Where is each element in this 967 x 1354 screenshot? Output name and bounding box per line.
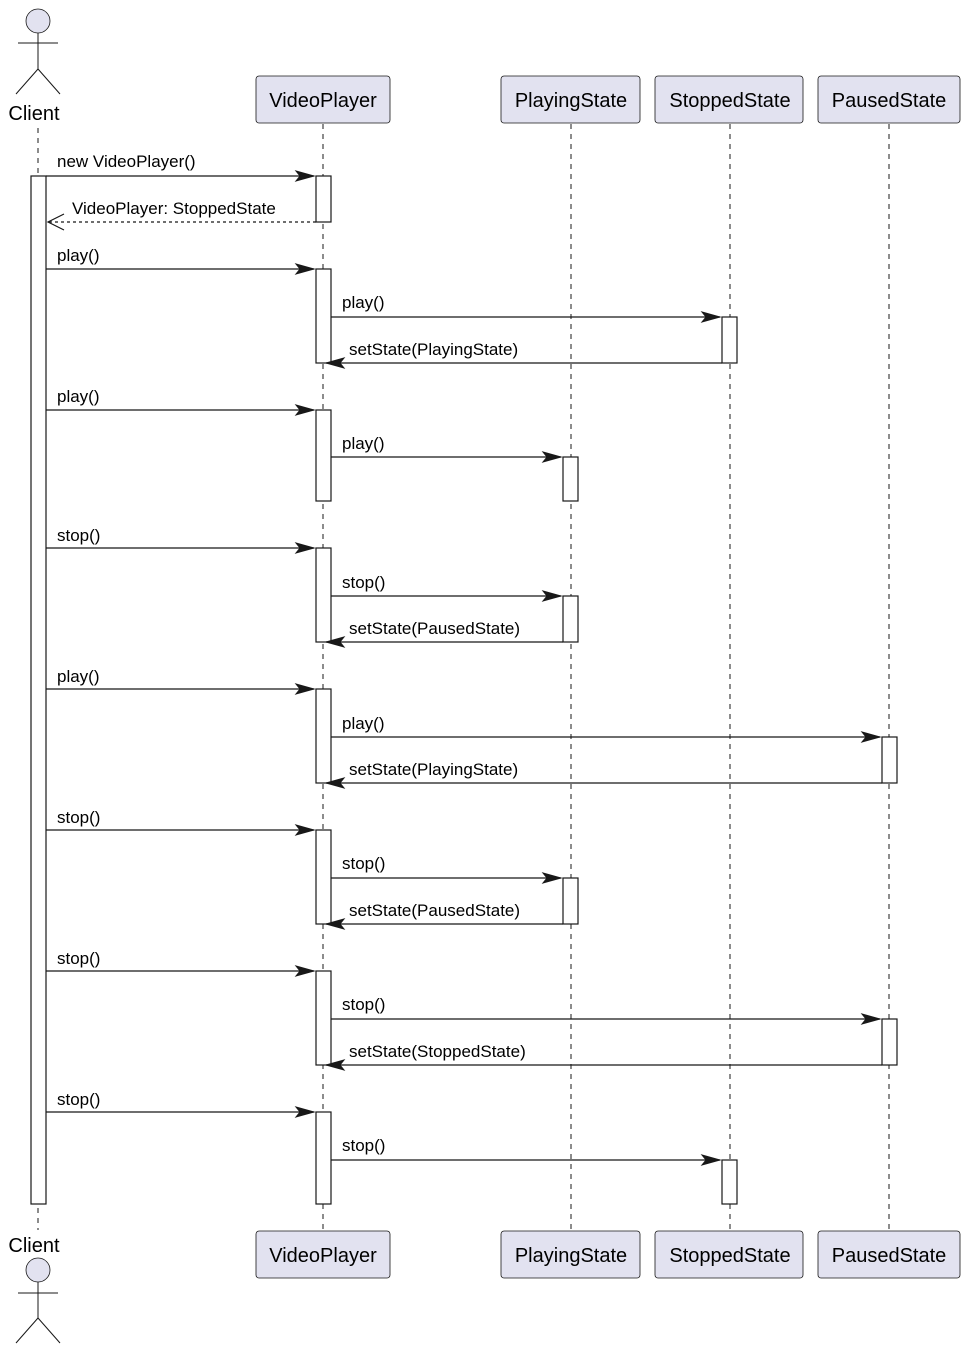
message-label: stop()	[342, 1136, 385, 1155]
participant-label: VideoPlayer	[269, 1245, 377, 1267]
participant-label: VideoPlayer	[269, 90, 377, 112]
activation-playingstate	[562, 456, 579, 502]
participant-stoppedstate-bottom: StoppedState	[654, 1230, 804, 1279]
message-arrow: play()	[331, 293, 722, 323]
lifelines	[37, 124, 890, 1230]
activation-videoplayer	[315, 547, 332, 643]
message-label: play()	[57, 387, 100, 406]
activation-pausedstate	[881, 1018, 898, 1066]
activation-stoppedstate	[721, 316, 738, 364]
activation-stoppedstate	[721, 1159, 738, 1205]
message-label: play()	[342, 714, 385, 733]
message-label: play()	[342, 293, 385, 312]
participant-stoppedstate-top: StoppedState	[654, 75, 804, 124]
actor-head-icon	[25, 8, 51, 34]
message-label: setState(StoppedState)	[349, 1042, 526, 1061]
message-label: VideoPlayer: StoppedState	[72, 199, 276, 218]
activation-videoplayer	[315, 1111, 332, 1205]
participant-label: PlayingState	[515, 90, 627, 112]
message-label: stop()	[57, 1090, 100, 1109]
activation-playingstate	[562, 595, 579, 643]
activation-pausedstate	[881, 736, 898, 784]
messages: new VideoPlayer() VideoPlayer: StoppedSt…	[46, 152, 882, 1166]
message-arrow: setState(PausedState)	[324, 901, 563, 930]
message-label: stop()	[342, 573, 385, 592]
message-arrow: stop()	[331, 1136, 722, 1166]
message-arrow: stop()	[46, 808, 316, 836]
message-arrow: play()	[46, 387, 316, 416]
message-label: new VideoPlayer()	[57, 152, 196, 171]
activation-playingstate	[562, 877, 579, 925]
message-arrow: new VideoPlayer()	[46, 152, 316, 182]
message-arrow: setState(PlayingState)	[324, 760, 882, 789]
message-label: stop()	[342, 995, 385, 1014]
message-arrow: setState(StoppedState)	[324, 1042, 882, 1071]
message-label: play()	[342, 434, 385, 453]
participant-label: PlayingState	[515, 1245, 627, 1267]
activation-videoplayer	[315, 175, 332, 223]
message-label: setState(PlayingState)	[349, 340, 518, 359]
actor-label: Client	[8, 1235, 60, 1257]
message-label: setState(PlayingState)	[349, 760, 518, 779]
message-arrow: stop()	[331, 995, 882, 1025]
activation-bars	[30, 175, 898, 1205]
participant-playingstate-top: PlayingState	[500, 75, 641, 124]
message-arrow: play()	[331, 714, 882, 743]
message-arrow: stop()	[46, 949, 316, 977]
participant-label: PausedState	[832, 90, 947, 112]
actor-client-top: Client	[8, 8, 61, 125]
participant-label: StoppedState	[669, 90, 790, 112]
message-label: play()	[57, 246, 100, 265]
participant-pausedstate-bottom: PausedState	[817, 1230, 961, 1279]
message-arrow: setState(PausedState)	[324, 619, 563, 648]
message-arrow: stop()	[46, 1090, 316, 1118]
participant-videoplayer-top: VideoPlayer	[255, 75, 391, 124]
participant-videoplayer-bottom: VideoPlayer	[255, 1230, 391, 1279]
message-arrow: VideoPlayer: StoppedState	[46, 199, 316, 231]
message-label: setState(PausedState)	[349, 619, 520, 638]
participant-playingstate-bottom: PlayingState	[500, 1230, 641, 1279]
activation-videoplayer	[315, 409, 332, 502]
participant-label: PausedState	[832, 1245, 947, 1267]
activation-videoplayer	[315, 970, 332, 1066]
message-label: stop()	[57, 526, 100, 545]
participant-pausedstate-top: PausedState	[817, 75, 961, 124]
message-label: play()	[57, 667, 100, 686]
message-label: stop()	[57, 949, 100, 968]
message-arrow: play()	[46, 667, 316, 695]
header-bottom: Client VideoPlayer PlayingState StoppedS…	[8, 1230, 961, 1344]
participant-label: StoppedState	[669, 1245, 790, 1267]
actor-label: Client	[8, 103, 60, 125]
message-arrow: stop()	[331, 854, 563, 884]
message-label: setState(PausedState)	[349, 901, 520, 920]
message-label: stop()	[342, 854, 385, 873]
message-label: stop()	[57, 808, 100, 827]
message-arrow: play()	[46, 246, 316, 275]
activation-videoplayer	[315, 688, 332, 784]
message-arrow: setState(PlayingState)	[324, 340, 722, 369]
actor-head-icon	[25, 1257, 51, 1283]
activation-videoplayer	[315, 829, 332, 925]
message-arrow: stop()	[331, 573, 563, 602]
actor-client-bottom: Client	[8, 1235, 61, 1344]
message-arrow: stop()	[46, 526, 316, 554]
activation-client	[30, 175, 47, 1205]
header-top: Client VideoPlayer PlayingState StoppedS…	[8, 8, 961, 125]
message-arrow: play()	[331, 434, 563, 463]
activation-videoplayer	[315, 268, 332, 364]
